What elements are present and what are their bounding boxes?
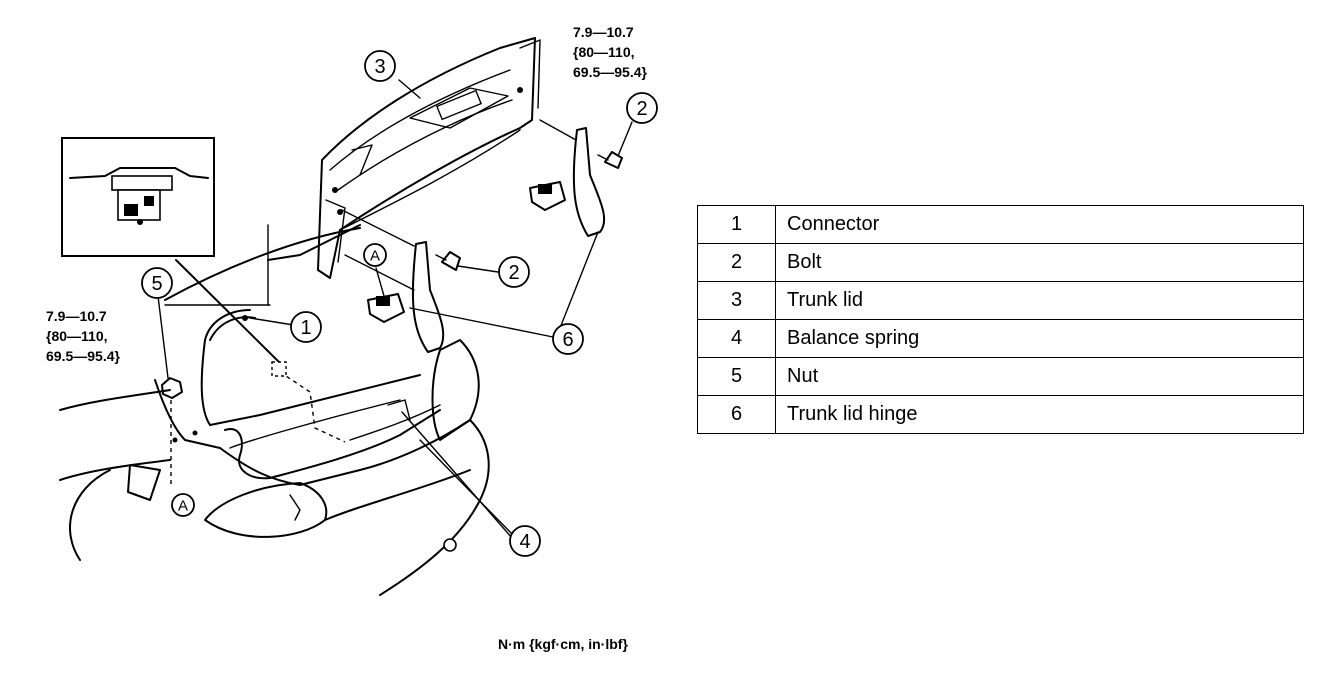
callout-1: 1 [290,311,322,343]
callout-5: 5 [141,267,173,299]
callout-3: 3 [364,50,396,82]
inset-detail [61,137,283,366]
part-number: 2 [697,243,776,282]
torque-upper-line3: 69.5—95.4} [573,64,647,80]
part-name: Balance spring [775,319,1304,358]
callout-2-lower: 2 [498,256,530,288]
units-note: N·m {kgf·cm, in·lbf} [498,636,628,652]
reference-a-lower: A [171,493,195,517]
trunk-lid [317,37,541,279]
balance-springs [269,399,441,479]
reference-a-upper-label: A [370,248,380,265]
part-name: Trunk lid [775,281,1304,320]
wiring-harness [209,315,401,480]
car-body [59,224,490,596]
reference-a-lower-label: A [178,498,188,515]
callout-4: 4 [509,525,541,557]
part-name: Connector [775,205,1304,244]
part-number: 6 [697,395,776,434]
torque-left-line1: 7.9—10.7 [46,308,107,324]
callout-1-label: 1 [300,317,311,339]
callout-2-upper-label: 2 [636,98,647,120]
part-name: Nut [775,357,1304,396]
trunk-lid-hinge-right [529,119,623,237]
torque-spec-left: 7.9—10.7 {80—110, 69.5—95.4} [46,308,120,364]
part-number: 4 [697,319,776,358]
torque-upper-line1: 7.9—10.7 [573,24,634,40]
leader-lines [157,79,633,539]
torque-left-line2: {80—110, [46,328,108,344]
callout-6-label: 6 [562,329,573,351]
callout-6: 6 [552,323,584,355]
callout-2-upper: 2 [626,92,658,124]
part-number: 1 [697,205,776,244]
callout-5-label: 5 [151,273,162,295]
part-number: 5 [697,357,776,396]
reference-a-upper: A [363,243,387,267]
callout-3-label: 3 [374,56,385,78]
callout-4-label: 4 [519,531,530,553]
torque-left-line3: 69.5—95.4} [46,348,120,364]
part-name: Bolt [775,243,1304,282]
torque-upper-line2: {80—110, [573,44,635,60]
part-name: Trunk lid hinge [775,395,1304,434]
trunk-lid-hinge-left [341,209,461,353]
part-number: 3 [697,281,776,320]
torque-spec-upper: 7.9—10.7 {80—110, 69.5—95.4} [573,24,647,80]
callout-2-lower-label: 2 [508,262,519,284]
nut [161,377,198,485]
